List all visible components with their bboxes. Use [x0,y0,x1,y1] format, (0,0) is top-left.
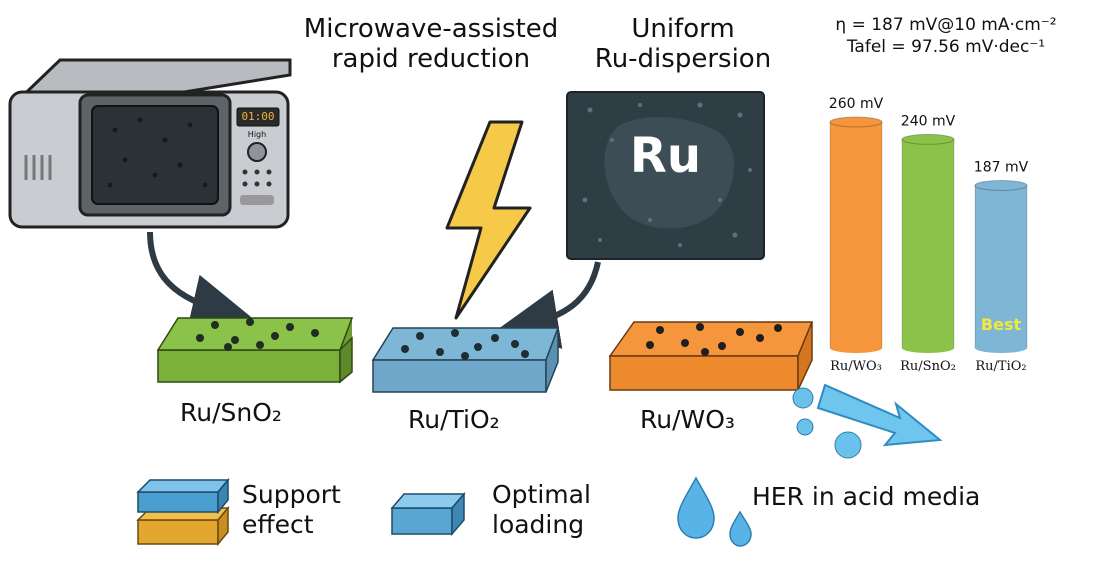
dispersion-caption-line-1: Uniform [631,14,735,44]
legend-support-line-1: Support [242,480,341,509]
bar-category-label-2: Ru/TiO₂ [975,359,1026,374]
legend-support-line-2: effect [242,510,314,539]
ru-dispersion-tile [566,91,765,260]
bar-value-label-0: 260 mV [829,96,884,112]
lightning-bolt-icon [445,120,532,320]
dispersion-caption-line-2: Ru-dispersion [594,44,772,74]
overpotential-value: η = 187 mV@10 mA·cm⁻² [835,15,1057,35]
water-drop-icon [677,476,752,547]
legend-support-effect: Support effect [242,480,341,540]
slab-wo3 [608,321,814,391]
arrow-microwave-to-sno2 [147,231,252,334]
bar-2 [974,179,1028,353]
microwave-timer-display: 01:00 [241,110,275,123]
microwave-caption: Microwave-assisted rapid reduction [300,14,562,74]
catalyst-label-wo3: Ru/WO₃ [640,405,735,434]
legend-loading-line-1: Optimal [492,480,591,509]
slab-sno2 [156,317,354,384]
microwave-caption-line-1: Microwave-assisted [303,14,559,44]
bar-category-label-0: Ru/WO₃ [830,359,882,374]
tafel-value: Tafel = 97.56 mV·dec⁻¹ [846,37,1046,57]
bar-value-label-1: 240 mV [901,113,956,129]
dispersion-caption: Uniform Ru-dispersion [588,14,778,74]
bar-1 [901,133,955,353]
support-effect-icon [136,477,230,547]
legend-optimal-loading: Optimal loading [492,480,591,540]
best-annotation: Best [981,315,1022,334]
legend-her-acid: HER in acid media [752,482,981,511]
microwave-icon [8,58,292,229]
catalyst-label-sno2: Ru/SnO₂ [180,398,282,427]
bar-value-label-2: 187 mV [974,159,1029,175]
microwave-caption-line-2: rapid reduction [331,44,531,74]
water-droplets-icon [792,387,862,459]
legend-loading-line-2: loading [492,510,585,539]
her-flow-arrow [816,383,943,447]
optimal-loading-icon [390,491,466,537]
catalyst-label-tio2: Ru/TiO₂ [408,405,500,434]
arrow-ru-to-tio2 [498,261,601,349]
overpotential-bar-chart: 260 mV Ru/WO₃ 240 mV Ru/SnO₂ 187 mV Ru/TiO₂ Be… [829,96,1029,374]
bar-category-label-1: Ru/SnO₂ [900,359,956,374]
metrics-block: η = 187 mV@10 mA·cm⁻² Tafel = 97.56 mV·d… [800,14,1092,58]
bar-0 [829,116,883,353]
microwave-knob-label: High [247,130,267,139]
ru-label: Ru [629,128,702,184]
slab-tio2 [371,327,560,393]
